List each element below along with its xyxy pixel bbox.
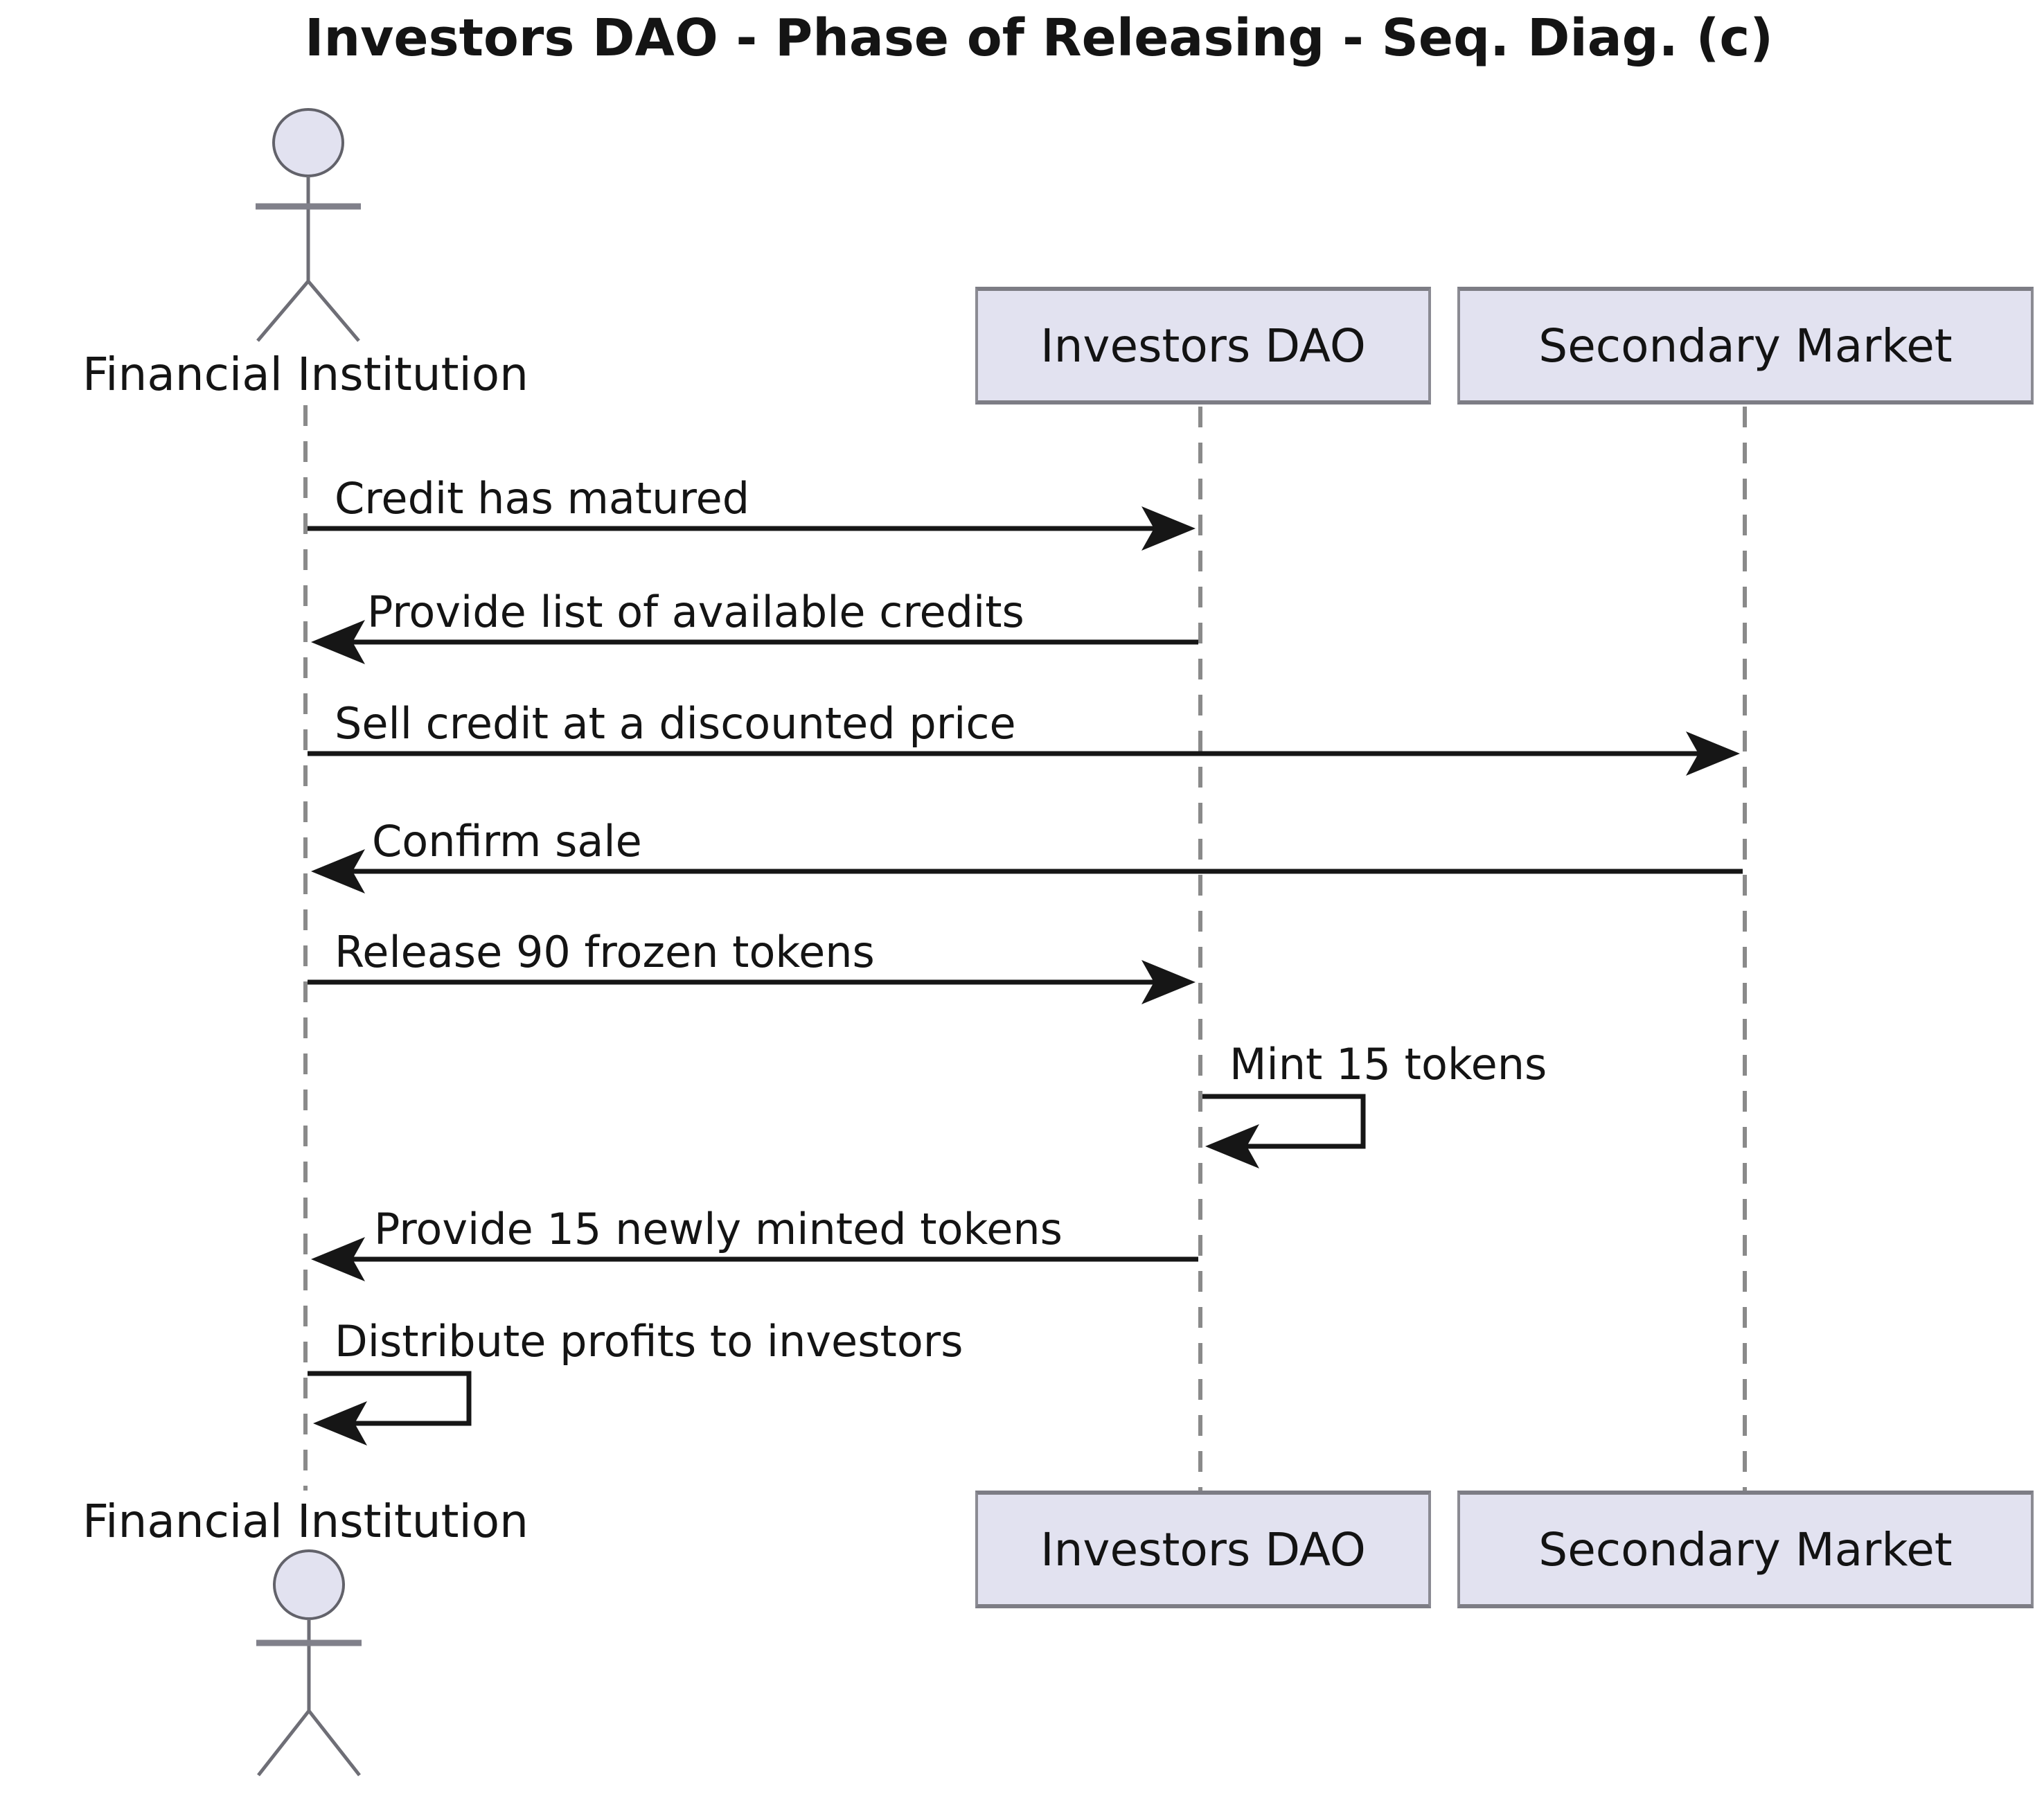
participant-label: Secondary Market bbox=[1538, 319, 1953, 373]
participant-box-secondary-market-bottom: Secondary Market bbox=[1457, 1491, 2034, 1608]
message-arrow-provide-list-of-available-credits bbox=[311, 620, 1198, 664]
message-label-7: Provide 15 newly minted tokens bbox=[374, 1204, 1063, 1254]
participant-box-investors-dao-top: Investors DAO bbox=[975, 287, 1431, 404]
arrowhead-right-icon bbox=[1686, 731, 1740, 776]
message-label-2: Provide list of available credits bbox=[367, 587, 1024, 637]
message-label-8: Distribute profits to investors bbox=[335, 1316, 963, 1367]
actor-figure-top bbox=[256, 108, 361, 342]
arrowhead-left-icon bbox=[1205, 1124, 1259, 1168]
participant-label: Secondary Market bbox=[1538, 1522, 1953, 1576]
arrowhead-left-icon bbox=[311, 849, 365, 893]
message-arrow-release-90-frozen-tokens bbox=[308, 960, 1196, 1004]
message-label-5: Release 90 frozen tokens bbox=[335, 927, 875, 977]
message-arrow-confirm-sale bbox=[311, 849, 1743, 893]
arrowhead-left-icon bbox=[311, 1237, 365, 1281]
self-message-arrow-distribute-profits bbox=[308, 1371, 472, 1446]
actor-label-bottom: Financial Institution bbox=[82, 1495, 528, 1548]
actor-leg-right bbox=[308, 1709, 361, 1777]
message-arrow-sell-credit-at-a-discounted-price bbox=[308, 731, 1740, 776]
message-label-4: Confirm sale bbox=[372, 816, 642, 866]
self-message-arrow-mint-15-tokens bbox=[1202, 1094, 1366, 1168]
diagram-title: Investors DAO - Phase of Releasing - Seq… bbox=[304, 8, 1774, 68]
actor-leg-right bbox=[307, 280, 360, 342]
actor-figure-bottom bbox=[256, 1549, 362, 1777]
actor-head-icon bbox=[273, 1549, 345, 1620]
arrowhead-right-icon bbox=[1141, 960, 1196, 1004]
participant-box-secondary-market-top: Secondary Market bbox=[1457, 287, 2034, 404]
arrowhead-right-icon bbox=[1141, 506, 1196, 551]
actor-leg-left bbox=[257, 1709, 310, 1777]
message-label-3: Sell credit at a discounted price bbox=[335, 698, 1016, 749]
actor-head-icon bbox=[272, 108, 344, 177]
participant-label: Investors DAO bbox=[1040, 319, 1366, 373]
arrowhead-left-icon bbox=[311, 620, 365, 664]
arrowhead-left-icon bbox=[313, 1401, 367, 1446]
message-arrow-provide-15-newly-minted-tokens bbox=[311, 1237, 1198, 1281]
message-arrow-credit-has-matured bbox=[308, 506, 1196, 551]
message-label-1: Credit has matured bbox=[335, 473, 750, 524]
participant-box-investors-dao-bottom: Investors DAO bbox=[975, 1491, 1431, 1608]
message-label-6: Mint 15 tokens bbox=[1229, 1039, 1547, 1090]
participant-label: Investors DAO bbox=[1040, 1522, 1366, 1576]
actor-leg-left bbox=[256, 280, 310, 342]
actor-label-top: Financial Institution bbox=[82, 348, 528, 401]
